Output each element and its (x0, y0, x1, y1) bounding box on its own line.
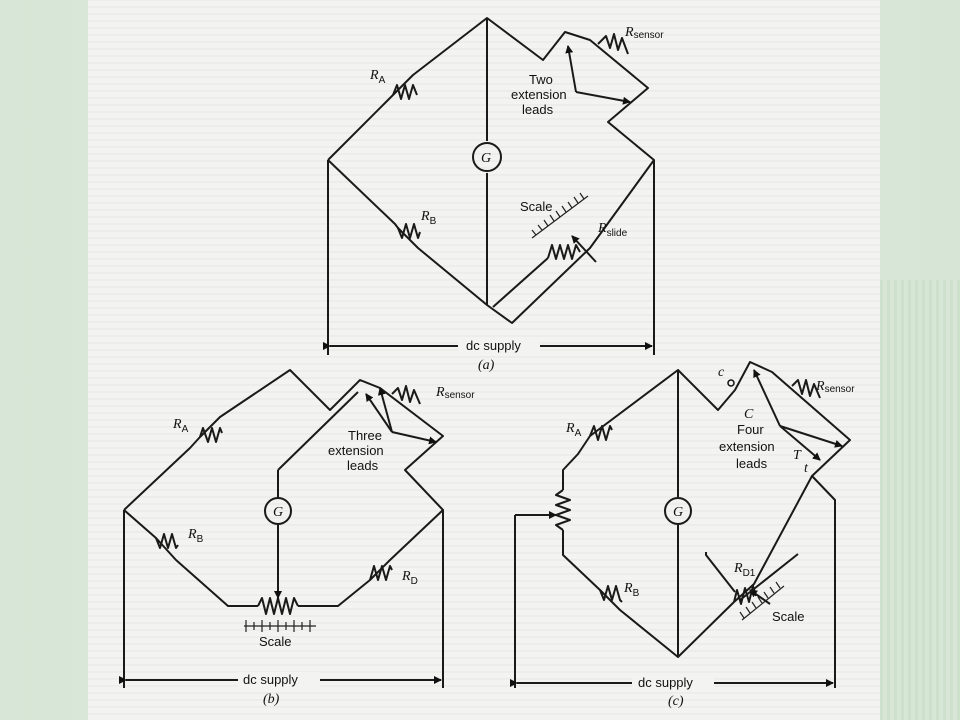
label-rb-c: RB (623, 581, 640, 599)
label-rslide-a: Rslide (597, 221, 628, 239)
slide-decoration (880, 280, 960, 720)
leads-arrow-c-1 (753, 369, 781, 427)
leads-text-b-3: leads (347, 458, 379, 473)
resistor-ra-zigzag (392, 84, 418, 100)
caption-a: (a) (478, 358, 495, 373)
label-rb-b: RB (187, 527, 204, 545)
leads-text-c-1: Four (737, 422, 764, 437)
label-rd1-c: RD1 (733, 561, 756, 579)
leads-text-b-2: extension (328, 443, 384, 458)
leads-text-a-3: leads (522, 102, 554, 117)
resistor-rsensor-c-zigzag (791, 379, 821, 399)
terminal-t-label: T (793, 448, 802, 463)
leads-arrow-b-2 (365, 393, 393, 433)
leads-text-c-2: extension (719, 439, 775, 454)
resistor-slide-b-zigzag (257, 597, 299, 615)
label-ra-b: RA (172, 417, 189, 435)
label-bg (458, 338, 540, 354)
dc-supply-label-b: dc supply (243, 672, 298, 687)
leads-text-b-1: Three (348, 428, 382, 443)
dc-supply-label-c: dc supply (638, 675, 693, 690)
galvanometer-c-icon (664, 497, 692, 525)
resistor-rb-b-zigzag (155, 533, 179, 549)
leads-arrow-a-1 (575, 91, 631, 105)
leads-text-a-2: extension (511, 87, 567, 102)
scale-label-b: Scale (259, 634, 292, 649)
resistor-rslide-zigzag (547, 244, 581, 260)
caption-b: (b) (263, 692, 280, 707)
scale-ticks-b (244, 620, 316, 632)
scale-label-c: Scale (772, 609, 805, 624)
resistor-rb-zigzag (397, 223, 421, 239)
label-rd-b: RD (401, 569, 418, 587)
dc-supply-label-a: dc supply (466, 338, 521, 353)
galvanometer-a-icon (472, 142, 502, 172)
resistor-rb-c-zigzag (599, 585, 623, 603)
galvanometer-label-c: G (673, 505, 683, 520)
resistor-rd1-c-zigzag (733, 585, 757, 605)
scale-label-a: Scale (520, 199, 553, 214)
resistor-rd-b-zigzag (369, 565, 393, 581)
slider-c-bar (739, 553, 799, 601)
terminal-c-label: C (744, 407, 754, 422)
terminal-c-small-icon (727, 379, 735, 387)
diagram-a: RA RB Rsensor Rslide G Two extension lea… (323, 17, 664, 373)
diagram-c: RA RB RD1 Rsensor G c C T t Four extensi… (510, 361, 855, 709)
galvanometer-label-b: G (273, 505, 283, 520)
slider-wiper-arrow-c (749, 589, 771, 605)
label-rsensor-a: Rsensor (624, 25, 664, 41)
leads-text-c-3: leads (736, 456, 768, 471)
leads-arrow-b-3 (377, 387, 393, 433)
leads-arrow-c-3 (779, 425, 821, 461)
galvanometer-b-icon (264, 497, 292, 525)
resistor-rsensor-b-zigzag (391, 385, 421, 405)
diagram-b: RA RB RD Rsensor G Three extension leads… (119, 369, 475, 707)
galvanometer-label-a: G (481, 151, 491, 166)
label-bg (632, 675, 714, 691)
leads-arrow-b-1 (391, 431, 437, 445)
resistor-pot-c-zigzag (555, 489, 571, 531)
label-ra-c: RA (565, 421, 582, 439)
slider-wiper-arrow-a (571, 235, 597, 263)
caption-c: (c) (668, 694, 684, 709)
resistor-ra-c-zigzag (589, 425, 613, 441)
label-rsensor-c: Rsensor (815, 379, 855, 395)
leads-arrow-c-2 (779, 425, 843, 448)
resistor-ra-b-zigzag (199, 427, 223, 443)
resistor-rsensor-zigzag (597, 33, 629, 55)
scale-ticks-a (531, 192, 589, 239)
label-rb-a: RB (420, 209, 437, 227)
terminal-t-small-label: t (804, 461, 809, 476)
leads-text-a-1: Two (529, 72, 553, 87)
diagram-c-wiring (514, 361, 851, 688)
terminal-c-small-label: c (718, 365, 725, 380)
scale-ticks-c (739, 581, 785, 621)
diagram-a-wiring (327, 17, 655, 355)
label-rsensor-b: Rsensor (435, 385, 475, 401)
label-ra-a: RA (369, 68, 386, 86)
label-bg (238, 672, 320, 688)
leads-arrow-a-2 (565, 45, 577, 93)
